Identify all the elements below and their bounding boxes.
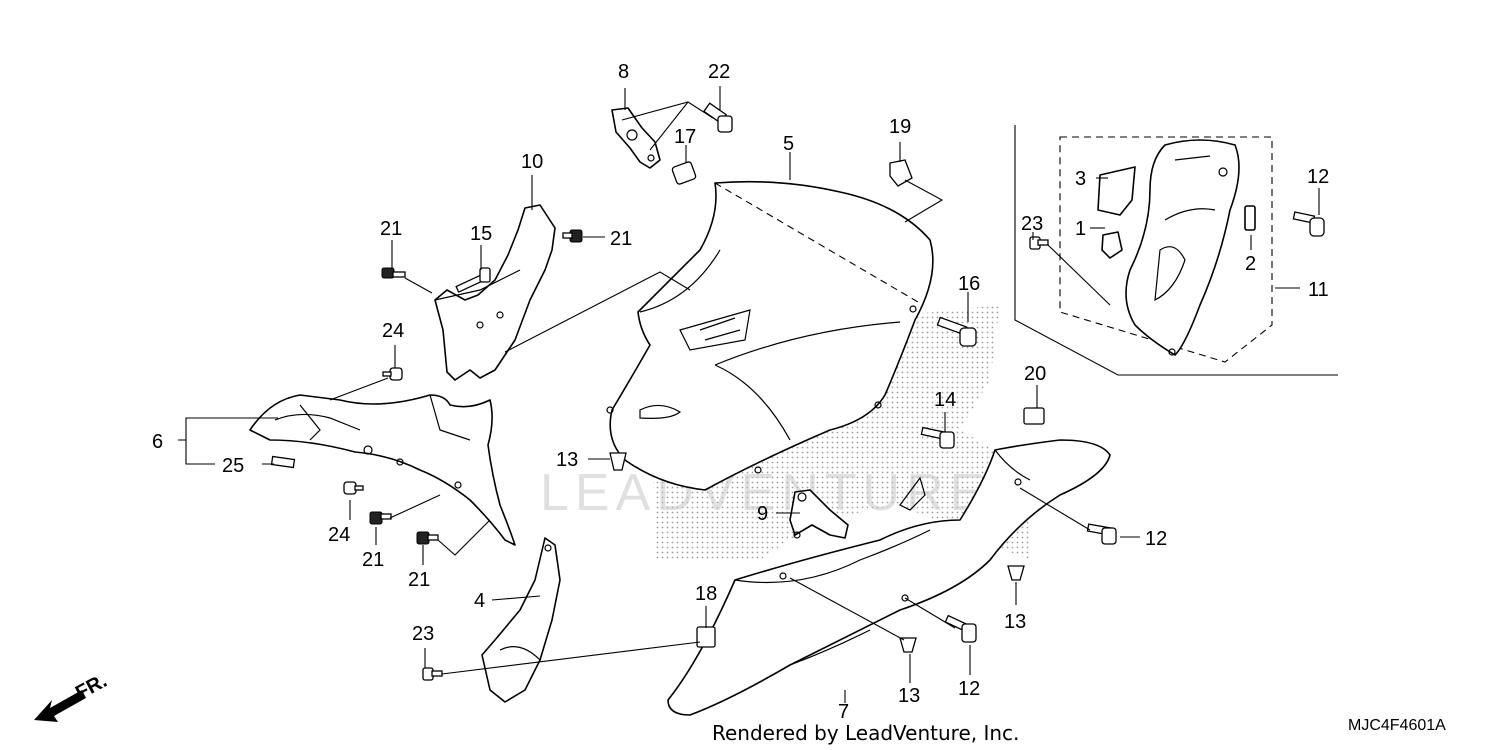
callout-24-a: 24 xyxy=(382,320,404,342)
screw-15 xyxy=(455,267,491,293)
callout-20: 20 xyxy=(1024,363,1046,385)
bolt-14 xyxy=(920,426,955,449)
bolt-16 xyxy=(936,316,977,347)
callout-numbers: 8 22 17 5 19 10 21 15 21 24 6 25 24 21 2… xyxy=(152,61,1329,723)
callout-19: 19 xyxy=(889,116,911,138)
callout-13-b: 13 xyxy=(898,685,920,707)
inner-cover-part-4 xyxy=(481,537,561,703)
clip-19 xyxy=(889,159,913,187)
callout-5: 5 xyxy=(783,133,794,155)
inset-detail xyxy=(1014,125,1338,376)
callout-21-d: 21 xyxy=(408,569,430,591)
clip-18 xyxy=(696,626,716,648)
callout-18: 18 xyxy=(695,583,717,605)
screw-23-a xyxy=(422,667,443,681)
lower-cowl-part-7 xyxy=(667,439,1111,716)
upper-cowl-part xyxy=(606,180,934,491)
callout-16: 16 xyxy=(958,273,980,295)
callout-1: 1 xyxy=(1075,218,1086,240)
callout-21-c: 21 xyxy=(362,549,384,571)
bolt-12-c xyxy=(1292,211,1325,237)
callout-21-b: 21 xyxy=(610,228,632,250)
watermark: LEADVENTURE xyxy=(540,464,990,522)
grommet-13-c xyxy=(1007,565,1025,581)
clip-20 xyxy=(1023,407,1045,425)
pad-part-1 xyxy=(1101,231,1123,259)
callout-2: 2 xyxy=(1245,253,1256,275)
callout-23-a: 23 xyxy=(412,623,434,645)
footer-credit: Rendered by LeadVenture, Inc. xyxy=(712,721,1019,745)
screw-21-a xyxy=(381,267,406,279)
bracket-part-9 xyxy=(789,489,849,539)
pad-25 xyxy=(270,455,296,469)
callout-24-b: 24 xyxy=(328,524,350,546)
bolt-22 xyxy=(703,102,733,133)
callout-3: 3 xyxy=(1075,168,1086,190)
diagram-code: MJC4F4601A xyxy=(1348,717,1446,734)
pad-part-3 xyxy=(1097,166,1136,216)
grommet-13-a xyxy=(609,452,627,471)
screw-24-a xyxy=(382,367,403,381)
bolt-12-a xyxy=(1086,523,1117,545)
bracket-part-8 xyxy=(611,107,661,169)
callout-13-c: 13 xyxy=(1004,611,1026,633)
callout-9: 9 xyxy=(757,503,768,525)
grommet-13-b xyxy=(899,637,917,653)
screw-21-b xyxy=(562,229,583,243)
callout-6: 6 xyxy=(152,431,163,453)
callout-7: 7 xyxy=(838,701,849,723)
callout-11: 11 xyxy=(1308,279,1329,301)
screw-21-c xyxy=(369,511,392,525)
bracket-part-10 xyxy=(434,204,556,381)
callout-21-a: 21 xyxy=(380,218,402,240)
callout-14: 14 xyxy=(934,389,956,411)
callout-22: 22 xyxy=(708,61,730,83)
pad-part-2 xyxy=(1244,205,1256,231)
callout-12-c: 12 xyxy=(1307,166,1329,188)
front-arrow-icon xyxy=(34,690,86,722)
side-cover-part-6 xyxy=(249,394,516,546)
callout-10: 10 xyxy=(521,151,543,173)
callout-23-b: 23 xyxy=(1021,213,1043,235)
callout-13-a: 13 xyxy=(556,449,578,471)
collar-17 xyxy=(671,161,697,185)
callout-12-a: 12 xyxy=(1145,528,1167,550)
callout-15: 15 xyxy=(470,223,492,245)
front-direction-indicator: FR. xyxy=(34,670,111,722)
leader-lines xyxy=(178,86,1320,703)
callout-12-b: 12 xyxy=(958,678,980,700)
screw-21-d xyxy=(416,531,439,545)
screw-24-b xyxy=(343,481,364,495)
callout-17: 17 xyxy=(674,126,696,148)
bolt-12-b xyxy=(944,614,977,643)
callout-8: 8 xyxy=(618,61,629,83)
callout-4: 4 xyxy=(474,590,485,612)
callout-25: 25 xyxy=(222,455,244,477)
